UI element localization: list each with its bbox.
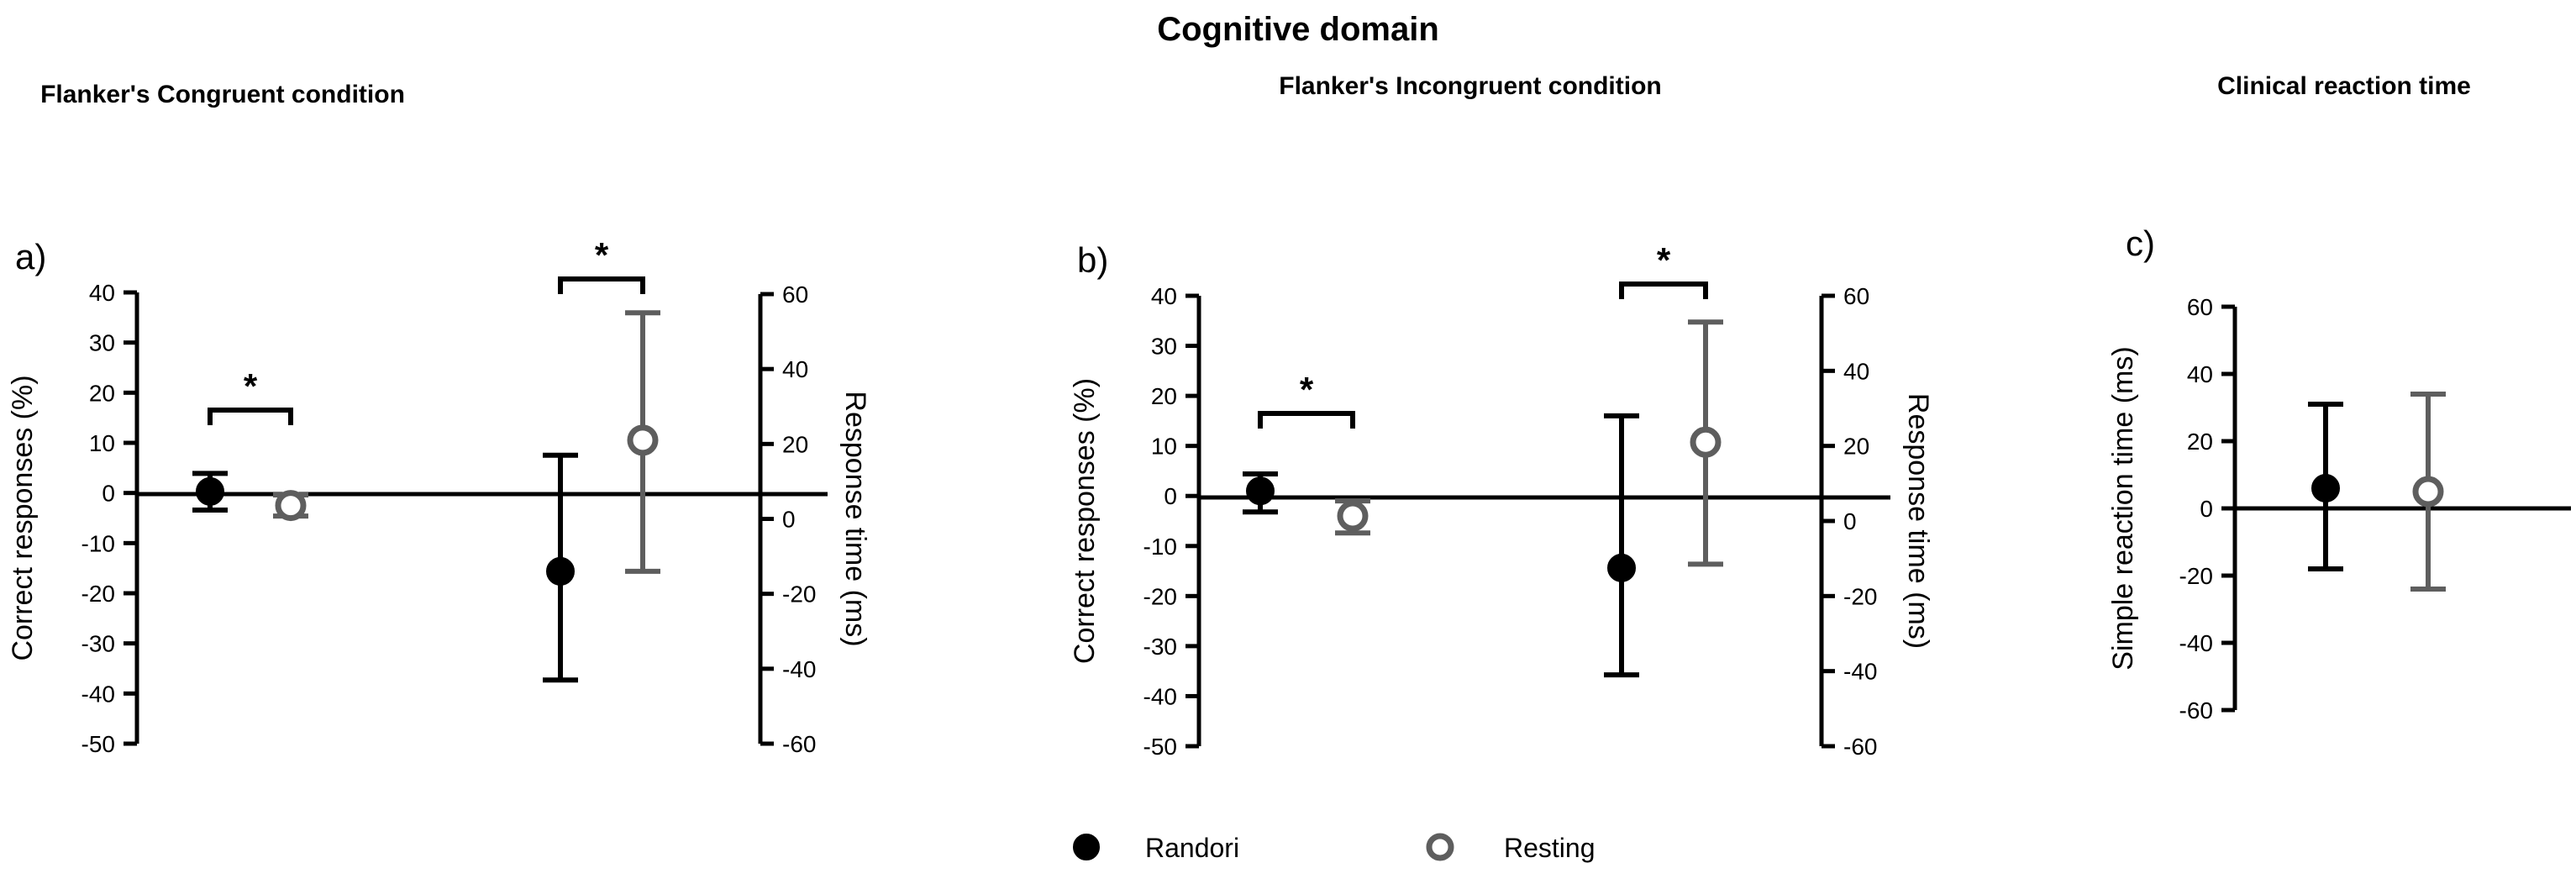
legend-label-resting: Resting [1504, 833, 1596, 863]
data-point-randori [543, 452, 578, 683]
left-axis-tick-label: -50 [1143, 734, 1177, 760]
data-point-randori [192, 471, 228, 513]
data-point-randori [1604, 413, 1639, 678]
right-axis-tick-label: -40 [1843, 659, 1877, 685]
panel-letter-c: c) [2126, 224, 2155, 263]
significance-bracket: * [1258, 370, 1355, 429]
bracket-path [558, 276, 645, 294]
right-axis-tick-label: 20 [1843, 434, 1869, 460]
marker-filled-circle [196, 476, 224, 506]
left-axis-title: Correct responses (%) [7, 375, 39, 660]
left-axis-tick-label: -10 [81, 530, 115, 556]
legend-marker-open-circle [1426, 833, 1454, 861]
right-axis-tick-label: 20 [782, 431, 808, 457]
left-axis-tick-label: 10 [1151, 434, 1177, 460]
left-axis-tick-label: -40 [2179, 630, 2213, 656]
left-axis-tick-label: 40 [89, 280, 115, 306]
marker-open-circle [627, 424, 659, 456]
data-point-resting [1688, 319, 1723, 567]
panel-c: Clinical reaction time c) 60 40 20 0 -20 -40 -60… [2107, 72, 2571, 724]
right-axis-tick-label: 40 [1843, 358, 1869, 384]
left-axis-tick-label: -20 [1143, 583, 1177, 609]
left-axis-tick-label: 60 [2187, 294, 2213, 320]
left-axis-tick-label: 30 [1151, 334, 1177, 360]
panel-letter-b: b) [1077, 240, 1108, 280]
left-axis-tick-label: -50 [81, 731, 115, 757]
significance-star: * [1300, 370, 1314, 409]
significance-star: * [244, 366, 258, 406]
bracket-path [208, 408, 293, 425]
left-axis-title: Correct responses (%) [1069, 378, 1101, 664]
marker-filled-circle [1246, 476, 1275, 506]
panel-title-b: Flanker's Incongruent condition [1279, 72, 1662, 100]
left-axis-tick-label: -40 [81, 681, 115, 707]
left-axis-tick-label: -10 [1143, 534, 1177, 560]
left-axis-tick-label: 40 [1151, 283, 1177, 309]
left-axis-tick-label: 20 [1151, 383, 1177, 409]
left-axis-tick-label: 0 [1164, 483, 1177, 509]
marker-filled-circle [546, 556, 575, 586]
marker-open-circle [1690, 426, 1722, 458]
legend-label-randori: Randori [1145, 833, 1239, 863]
marker-open-circle [1337, 500, 1369, 532]
legend-marker-filled-circle [1073, 834, 1100, 860]
right-axis-title: Response time (ms) [1902, 393, 1934, 649]
left-axis-tick-label: 20 [89, 380, 115, 406]
marker-filled-circle [1607, 553, 1636, 582]
panels-group: Flanker's Congruent condition a) 40 30 20 10 0… [7, 72, 2571, 760]
legend-item-resting: Resting [1426, 833, 1596, 863]
right-axis-tick-label: -20 [1843, 583, 1877, 609]
right-axis-tick-label: -40 [782, 656, 816, 682]
right-axis-tick-label: 0 [1843, 508, 1857, 534]
right-axis-tick-label: 60 [1843, 283, 1869, 309]
figure-legend: Randori Resting [1073, 833, 1596, 863]
left-axis-tick-label: 0 [102, 481, 115, 507]
data-point-resting [1335, 498, 1370, 536]
bracket-path [1619, 282, 1708, 299]
left-axis-tick-label: 20 [2187, 429, 2213, 455]
marker-open-circle [275, 490, 307, 522]
panel-letter-a: a) [15, 237, 46, 276]
right-axis-tick-label: -60 [1843, 734, 1877, 760]
legend-item-randori: Randori [1073, 833, 1239, 863]
right-axis-tick-label: 0 [782, 507, 796, 533]
marker-filled-circle [2311, 474, 2340, 503]
data-point-resting [625, 310, 660, 574]
panel-a: Flanker's Congruent condition a) 40 30 20 10 0… [7, 81, 871, 757]
left-axis-tick-label: -30 [1143, 634, 1177, 660]
significance-bracket: * [208, 366, 293, 425]
data-point-resting [2410, 392, 2446, 592]
right-axis-tick-label: -20 [782, 581, 816, 608]
panel-title-a: Flanker's Congruent condition [40, 81, 405, 108]
significance-bracket: * [558, 235, 645, 294]
marker-open-circle [2412, 476, 2444, 508]
panel-title-c: Clinical reaction time [2217, 72, 2471, 100]
left-axis-tick-label: -30 [81, 631, 115, 657]
right-axis-tick-label: 60 [782, 282, 808, 308]
left-axis-tick-label: 30 [89, 330, 115, 356]
right-axis-title: Response time (ms) [839, 391, 871, 646]
bracket-path [1258, 411, 1355, 429]
left-axis-tick-label: -60 [2179, 697, 2213, 724]
figure-title: Cognitive domain [1157, 11, 1439, 48]
left-axis-tick-label: 40 [2187, 361, 2213, 387]
left-axis-tick-label: 0 [2200, 496, 2213, 522]
data-point-randori [2308, 402, 2343, 571]
left-axis-title: Simple reaction time (ms) [2107, 346, 2139, 670]
left-axis-tick-label: -20 [2179, 563, 2213, 589]
right-axis-tick-label: 40 [782, 356, 808, 382]
data-point-resting [273, 490, 308, 522]
left-axis-tick-label: 10 [89, 430, 115, 456]
data-point-randori [1243, 471, 1278, 515]
significance-bracket: * [1619, 240, 1708, 299]
left-axis-tick-label: -40 [1143, 683, 1177, 709]
panel-b: Flanker's Incongruent condition b) 40 30 20 1… [1069, 72, 1934, 760]
left-axis-tick-label: -20 [81, 581, 115, 607]
significance-star: * [595, 235, 609, 275]
right-axis-tick-label: -60 [782, 731, 816, 757]
significance-star: * [1657, 240, 1671, 280]
